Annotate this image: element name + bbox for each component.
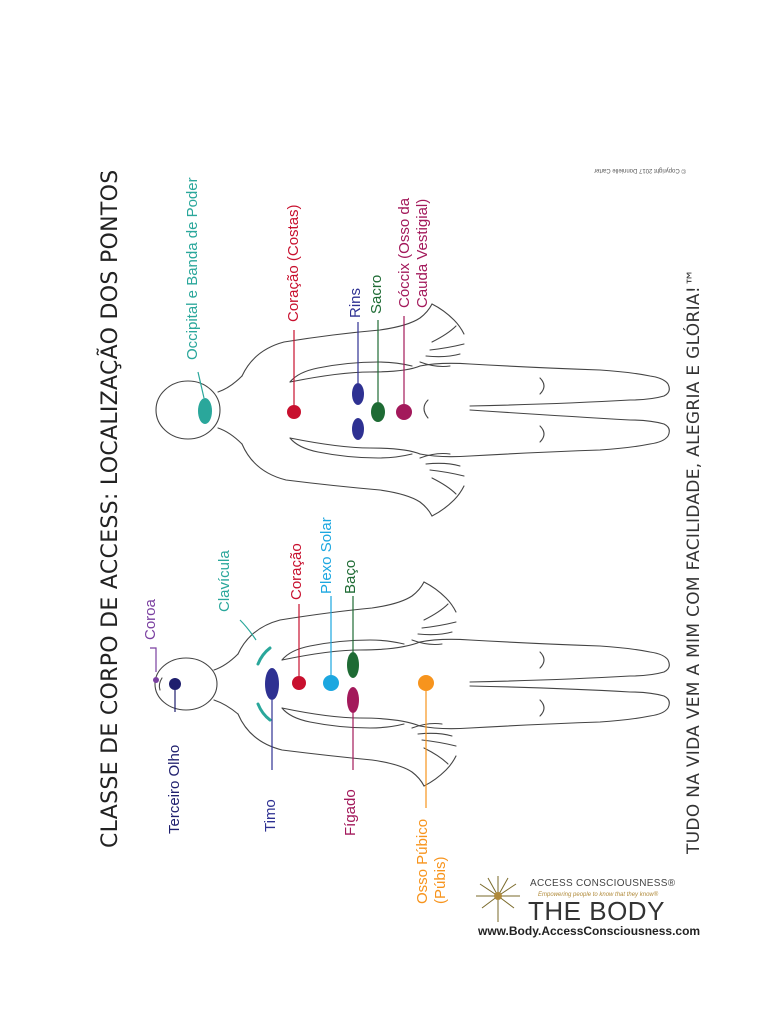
baco-marker bbox=[347, 652, 359, 678]
brand-tagline: Empowering people to know that they know… bbox=[538, 892, 659, 898]
rins-marker-lower bbox=[352, 418, 364, 440]
coracao-costas-marker bbox=[287, 405, 301, 419]
label-coroa: Coroa bbox=[142, 599, 159, 640]
occipital-leader bbox=[197, 371, 205, 399]
coroa-leader bbox=[150, 647, 157, 672]
label-coracao-costas: Coração (Costas) bbox=[285, 204, 302, 322]
label-sacro: Sacro bbox=[368, 274, 385, 314]
rins-marker-upper bbox=[352, 383, 364, 405]
label-rins: Rins bbox=[347, 287, 364, 318]
label-timo: Timo bbox=[262, 799, 279, 832]
label-terceiro-olho: Terceiro Olho bbox=[166, 744, 183, 834]
label-baco: Baço bbox=[342, 559, 359, 594]
coccix-marker bbox=[396, 404, 412, 420]
label-coracao: Coração bbox=[288, 543, 305, 600]
label-plexo-solar: Plexo Solar bbox=[318, 517, 335, 594]
label-clavicula: Clavícula bbox=[216, 550, 233, 612]
label-cauda-vestigial: Cauda Vestigial) bbox=[414, 198, 431, 308]
timo-marker bbox=[265, 668, 279, 700]
label-pubis: (Púbis) bbox=[432, 856, 449, 904]
coroa-marker bbox=[153, 677, 159, 683]
label-occipital: Occipital e Banda de Poder bbox=[184, 177, 201, 360]
label-osso-pubico: Osso Púbico bbox=[414, 818, 431, 904]
front-body-outline bbox=[154, 581, 670, 787]
label-coccix: Cóccix (Osso da bbox=[396, 197, 413, 308]
brand-the-body: THE BODY bbox=[528, 896, 665, 926]
occipital-marker bbox=[198, 398, 212, 424]
back-body-outline bbox=[155, 303, 670, 517]
clavicula-marker-lower bbox=[256, 702, 272, 722]
brand-access-consciousness: ACCESS CONSCIOUSNESS® bbox=[530, 878, 676, 889]
sacro-marker bbox=[371, 402, 385, 422]
terceiro-olho-marker bbox=[169, 678, 181, 690]
figado-marker bbox=[347, 687, 359, 713]
plexo-solar-marker bbox=[323, 675, 339, 691]
osso-pubico-marker bbox=[418, 675, 434, 691]
coracao-marker bbox=[292, 676, 306, 690]
brand-url-link[interactable]: www.Body.AccessConsciousness.com bbox=[478, 924, 701, 938]
clavicula-leader bbox=[239, 619, 257, 641]
dandelion-logo-icon bbox=[476, 876, 520, 922]
label-figado: Fígado bbox=[342, 789, 359, 836]
clavicula-marker-upper bbox=[256, 646, 272, 666]
